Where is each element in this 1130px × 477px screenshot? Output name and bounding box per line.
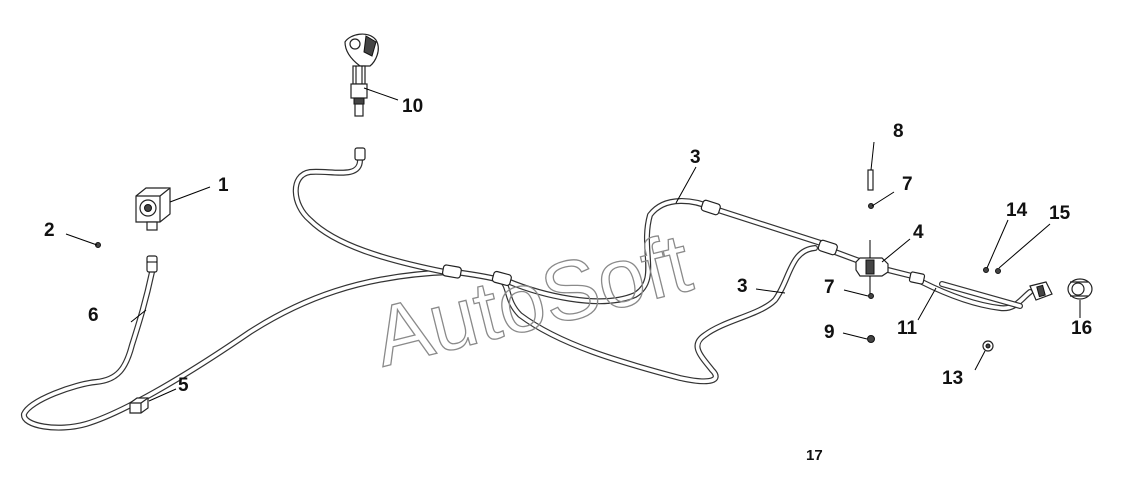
callouts: 1 2 3 3 4 5 6 7 7 8 9 10 11 13 14 15 16 — [44, 96, 1092, 396]
part-8-bolt — [867, 169, 874, 191]
callout-4: 4 — [913, 222, 924, 243]
callout-11: 11 — [897, 318, 918, 339]
part-1-washer-pump-motor — [135, 187, 171, 231]
callout-3-lower: 3 — [737, 276, 748, 297]
part-5-clip — [129, 397, 149, 414]
part-13-hose-clip — [982, 340, 994, 352]
drain-tube-14 — [939, 281, 1023, 309]
part-3-connector-upper — [700, 199, 721, 216]
part-3-connector-lower — [817, 239, 838, 256]
callout-2: 2 — [44, 220, 55, 241]
part-7-washer-lower — [868, 293, 874, 299]
hose-to-nozzle-10 — [292, 157, 448, 275]
callout-6: 6 — [88, 305, 99, 326]
part-15-screw — [995, 268, 1001, 274]
part-7-washer-upper — [868, 203, 874, 209]
callout-1: 1 — [218, 175, 229, 196]
callout-7-lower: 7 — [824, 277, 835, 298]
callout-13: 13 — [942, 368, 963, 389]
leader-lines — [65, 87, 1081, 402]
callout-15: 15 — [1049, 203, 1071, 224]
part-connector-mid-joint — [491, 270, 512, 287]
part-connector-left-joint — [441, 264, 462, 279]
part-9-nut — [867, 335, 875, 343]
callout-3-upper: 3 — [690, 147, 701, 168]
part-6-connector — [146, 255, 158, 273]
callout-5: 5 — [178, 375, 189, 396]
part-2-screw — [95, 242, 101, 248]
page-number: 17 — [806, 447, 823, 464]
hose-upper-loop — [502, 198, 715, 305]
hose-6-left-loop — [21, 269, 455, 431]
callout-14: 14 — [1006, 200, 1028, 221]
part-11-connector — [908, 271, 926, 285]
callout-10: 10 — [402, 96, 423, 117]
part-14-screw — [983, 267, 989, 273]
hose-straight-to-tee — [715, 207, 833, 249]
callout-8: 8 — [893, 121, 904, 142]
callout-9: 9 — [824, 322, 835, 343]
part-16-grommet — [1067, 278, 1093, 300]
hose-11-to-pump — [885, 267, 1033, 312]
watermark-text: AutoSoft — [364, 215, 699, 384]
part-pump-outlet-nozzle — [1029, 281, 1053, 301]
callout-7-upper: 7 — [902, 174, 913, 195]
callout-16: 16 — [1071, 318, 1092, 339]
part-4-tee-valve — [855, 240, 889, 296]
part-10-washer-nozzle — [344, 33, 379, 161]
